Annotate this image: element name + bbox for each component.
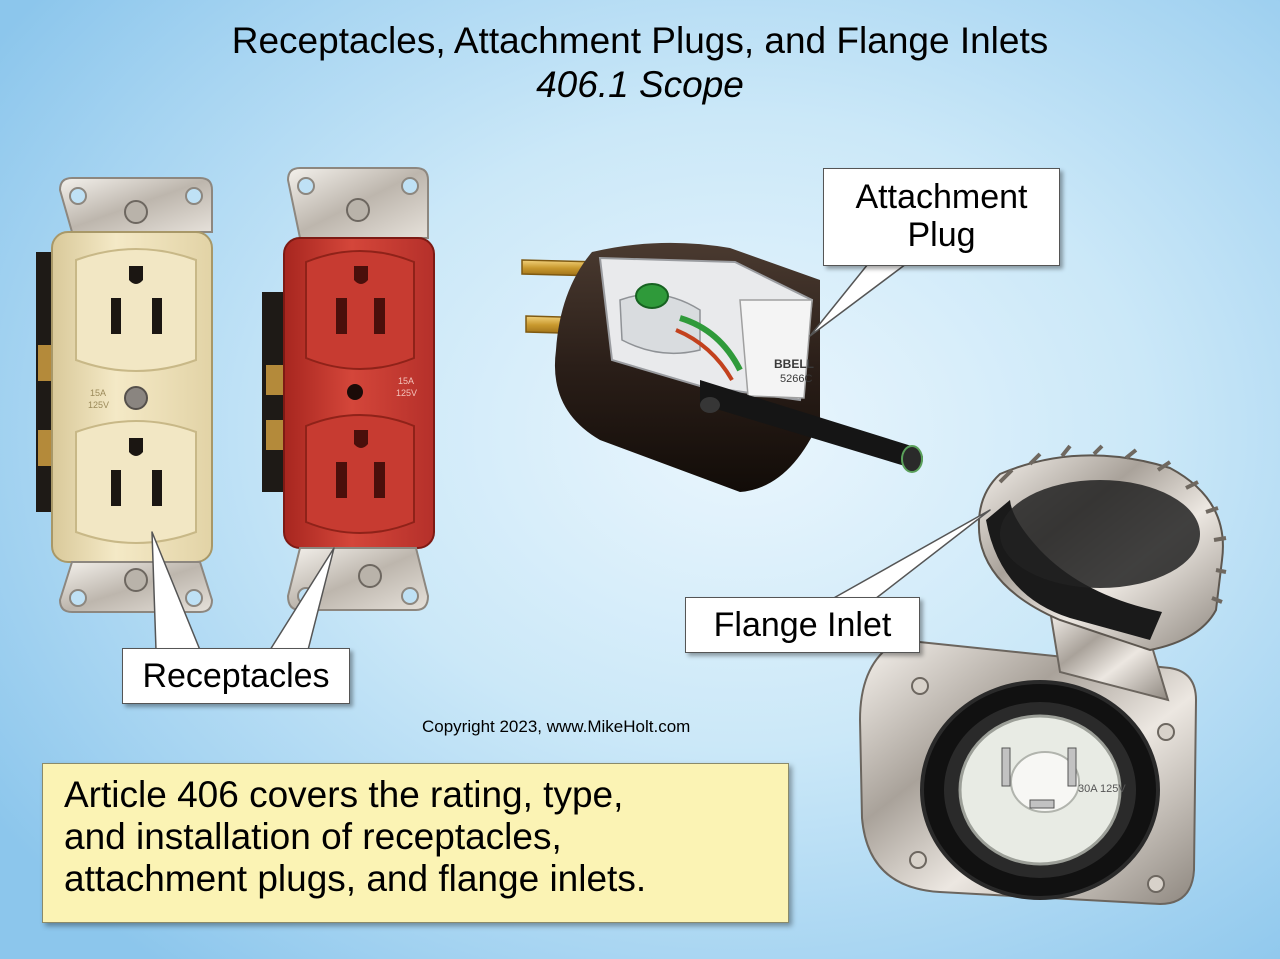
ivory-rating-amps: 15A [90,388,106,398]
flange-inlet-callout: Flange Inlet [685,597,920,653]
info-line-3: attachment plugs, and flange inlets. [64,858,647,899]
info-box: Article 406 covers the rating, type, and… [42,763,789,923]
ivory-rating-volts: 125V [88,400,109,410]
red-rating-volts: 125V [396,388,417,398]
inlet-rating: 30A 125V [1078,783,1126,795]
page-title: Receptacles, Attachment Plugs, and Flang… [231,20,1049,61]
receptacles-callout: Receptacles [122,648,350,704]
info-line-1: Article 406 covers the rating, type, [64,774,624,815]
copyright-notice: Copyright 2023, www.MikeHolt.com [422,717,691,736]
red-receptacle: 15A 125V [262,167,435,611]
flange-inlet: 30A 125V [858,444,1227,906]
info-line-2: and installation of receptacles, [64,816,562,857]
attachment-plug-callout: Attachment Plug [823,168,1060,266]
plug-model-number: 5266C [780,373,812,385]
plug-brand-name: BBELL [774,357,814,371]
red-rating-amps: 15A [398,376,414,386]
page-subtitle: 406.1 Scope [536,64,744,105]
attachment-plug-label-line2: Plug [907,216,976,254]
flange-inlet-pointer [831,509,991,600]
ivory-receptacle: 15A 125V [36,177,214,613]
attachment-plug-pointer [809,263,907,337]
attachment-plug: BBELL 5266C [521,242,923,492]
attachment-plug-label-line1: Attachment [855,178,1028,216]
